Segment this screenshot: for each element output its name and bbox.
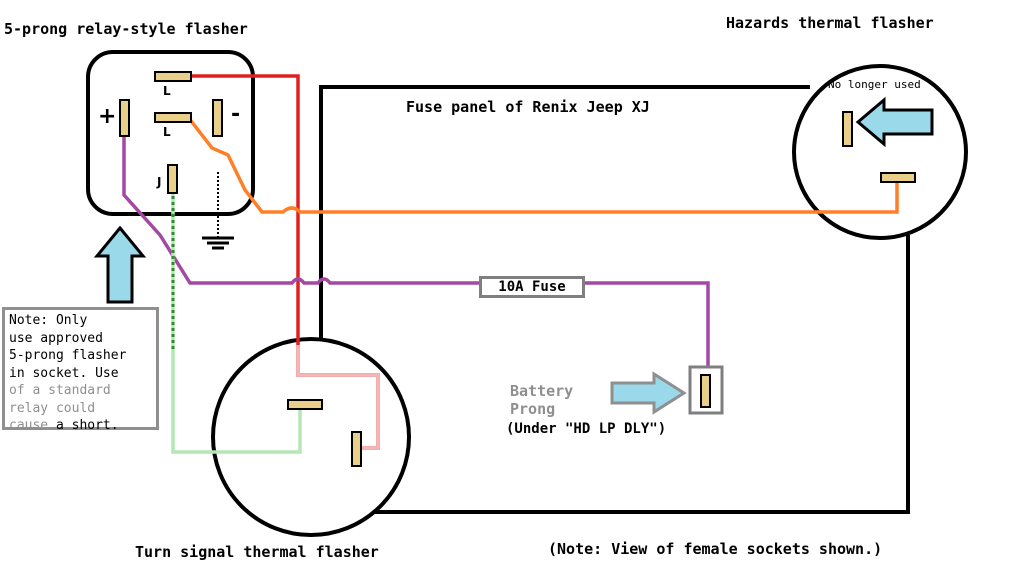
- hazards-prong-vertical: [842, 111, 853, 147]
- turn-prong-vertical: [351, 431, 362, 467]
- warning-line-5: of a standard: [9, 383, 111, 398]
- hazards-unused-note: No longer used: [828, 78, 921, 91]
- warning-line-6: relay could: [9, 400, 96, 416]
- pin-L-mid-label: L: [163, 125, 171, 139]
- warning-line-7-grey: cause: [9, 418, 49, 433]
- battery-label-line2: Prong: [510, 400, 556, 418]
- warning-line-7: cause a short.: [9, 417, 152, 435]
- warning-line-1: Note: Only: [9, 313, 88, 328]
- orange-wire: [170, 115, 899, 214]
- turn-prong-horizontal: [287, 399, 323, 410]
- fuse-panel-outline: [370, 235, 910, 514]
- warning-note-box: Note: Only use approved 5-prong flasher …: [2, 307, 159, 433]
- hazards-arrow-icon: [855, 96, 934, 148]
- pin-J-label: J: [157, 175, 162, 189]
- prong-L-top: [154, 71, 192, 82]
- warning-line-4: in socket. Use: [9, 365, 119, 381]
- purple-wire: [122, 128, 710, 370]
- prong-minus: [212, 99, 223, 137]
- warning-line-3: 5-prong flasher: [9, 348, 127, 363]
- prong-J: [167, 164, 178, 194]
- prong-plus: [119, 99, 130, 137]
- battery-location-label: (Under "HD LP DLY"): [506, 421, 667, 437]
- red-wire-faded: [296, 345, 380, 450]
- turn-signal-flasher-title: Turn signal thermal flasher: [135, 543, 379, 561]
- battery-label-line1: Battery: [510, 382, 574, 400]
- battery-prong: [700, 374, 711, 408]
- minus-label: -: [231, 102, 241, 127]
- fuse-panel-title: Fuse panel of Renix Jeep XJ: [406, 98, 650, 116]
- footnote: (Note: View of female sockets shown.): [548, 540, 883, 558]
- warning-line-2: use approved: [9, 330, 103, 346]
- hazards-prong-horizontal: [880, 172, 916, 183]
- turn-signal-flasher-circle: [211, 337, 411, 537]
- plus-label: +: [98, 104, 117, 129]
- fuse-10a-label: 10A Fuse: [479, 276, 585, 298]
- relay-arrow-icon: [93, 225, 147, 304]
- warning-line-7-black: a short.: [48, 418, 119, 433]
- pin-L-top-label: L: [163, 84, 171, 98]
- prong-L-mid: [154, 112, 192, 123]
- fuse-panel-outline-top: [319, 85, 810, 340]
- relay-flasher-title: 5-prong relay-style flasher: [4, 20, 248, 38]
- green-wire: [171, 178, 302, 454]
- battery-arrow-icon: [610, 371, 687, 415]
- hazards-flasher-title: Hazards thermal flasher: [726, 14, 934, 32]
- relay-flasher-body: [86, 50, 255, 216]
